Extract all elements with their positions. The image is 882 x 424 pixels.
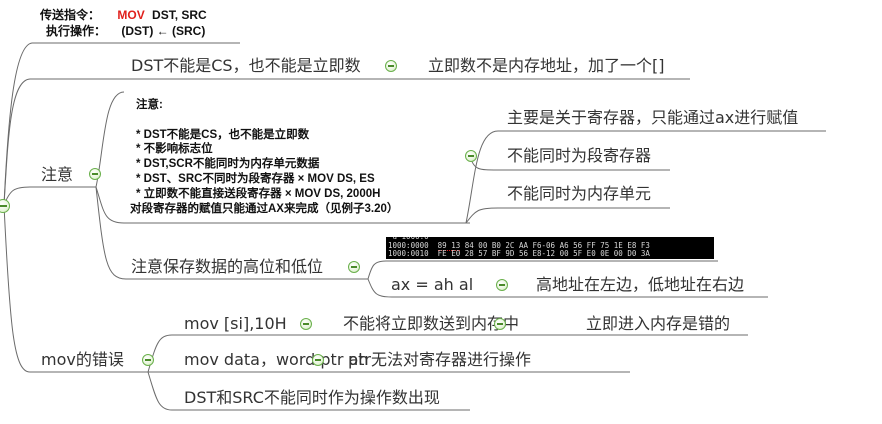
topic-mov-data-word-ptr[interactable]: mov data，word ptr ah [184, 350, 369, 369]
topic-immediate-memory-wrong[interactable]: 立即进入内存是错的 [586, 314, 731, 333]
dump-bytes: 84 00 B0 2C AA F6-06 A6 56 FF 75 1E E8 F… [460, 241, 650, 250]
topic-mov-si-10h[interactable]: mov [si],10H [184, 314, 287, 333]
topic-mov-errors[interactable]: mov的错误 [41, 350, 124, 369]
topic-not-both-segment[interactable]: 不能同时为段寄存器 [507, 146, 652, 165]
topic-not-both-memory[interactable]: 不能同时为内存单元 [507, 184, 652, 203]
operation-expr: (DST) ← (SRC) [121, 24, 206, 38]
topic-ptr-no-register[interactable]: ptr无法对寄存器进行操作 [348, 350, 532, 369]
collapse-toggle-mov-errors[interactable] [142, 354, 154, 366]
note-line: * DST,SCR不能同时为内存单元数据 [136, 158, 320, 170]
collapse-toggle-byte-order[interactable] [348, 261, 360, 273]
dump-address: 1000:0000 [388, 241, 429, 250]
collapse-toggle-mov-data-word-ptr[interactable] [312, 354, 324, 366]
topic-register-only-ax[interactable]: 主要是关于寄存器，只能通过ax进行赋值 [507, 108, 799, 127]
topic-dst-not-cs[interactable]: DST不能是CS，也不能是立即数 [131, 56, 361, 75]
dump-highlighted-bytes: 89 13 [437, 241, 461, 251]
topic-dst-src-not-both[interactable]: DST和SRC不能同时作为操作数出现 [184, 388, 440, 407]
collapse-toggle-ax-ah-al[interactable] [496, 279, 508, 291]
note-line: 对段寄存器的赋值只能通过AX来完成（见例子3.20） [130, 203, 399, 215]
topic-no-immediate-to-memory[interactable]: 不能将立即数送到内存中 [343, 314, 520, 333]
topic-immediate-not-address[interactable]: 立即数不是内存地址，加了一个[] [428, 56, 665, 75]
topic-notice[interactable]: 注意 [41, 165, 74, 184]
collapse-toggle-note-image[interactable] [465, 150, 477, 162]
collapse-toggle-mov-si-10h[interactable] [300, 318, 312, 330]
note-line: * 立即数不能直接送段寄存器 × MOV DS, 2000H [136, 188, 381, 200]
note-line: * DST不能是CS，也不能是立即数 [136, 129, 310, 141]
mov-instruction-image: 传送指令： MOV DST, SRC 执行操作： (DST) ← (SRC) [38, 3, 248, 39]
note-title: 注意: [136, 99, 163, 111]
note-line: * 不影响标志位 [136, 143, 213, 155]
notice-image: 注意: * DST不能是CS，也不能是立即数 * 不影响标志位 * DST,SC… [130, 92, 462, 218]
operation-label: 执行操作： [46, 24, 107, 38]
mov-operands: DST, SRC [152, 8, 207, 22]
topic-ax-ah-al[interactable]: ax = ah al [391, 275, 474, 294]
topic-high-left-low-right[interactable]: 高地址在左边，低地址在右边 [536, 275, 745, 294]
root-collapse-toggle[interactable] [0, 199, 10, 213]
note-line: * DST、SRC不同时为段寄存器 × MOV DS, ES [136, 173, 375, 185]
topic-byte-order[interactable]: 注意保存数据的高位和低位 [131, 257, 324, 276]
dump-command: d 1000:0 [388, 237, 429, 241]
collapse-toggle-no-immediate-to-memory[interactable] [494, 318, 506, 330]
collapse-toggle-notice[interactable] [89, 168, 101, 180]
instruction-label: 传送指令： [40, 8, 101, 22]
collapse-toggle-dst-not-cs[interactable] [385, 60, 397, 72]
mov-opcode: MOV [117, 8, 145, 22]
dump-row: 1000:0010 FE E0 28 57 BF 9D 56 E8-12 00 … [388, 249, 650, 258]
memory-dump-image: d 1000:0 1000:0000 89 13 84 00 B0 2C AA … [386, 237, 714, 259]
